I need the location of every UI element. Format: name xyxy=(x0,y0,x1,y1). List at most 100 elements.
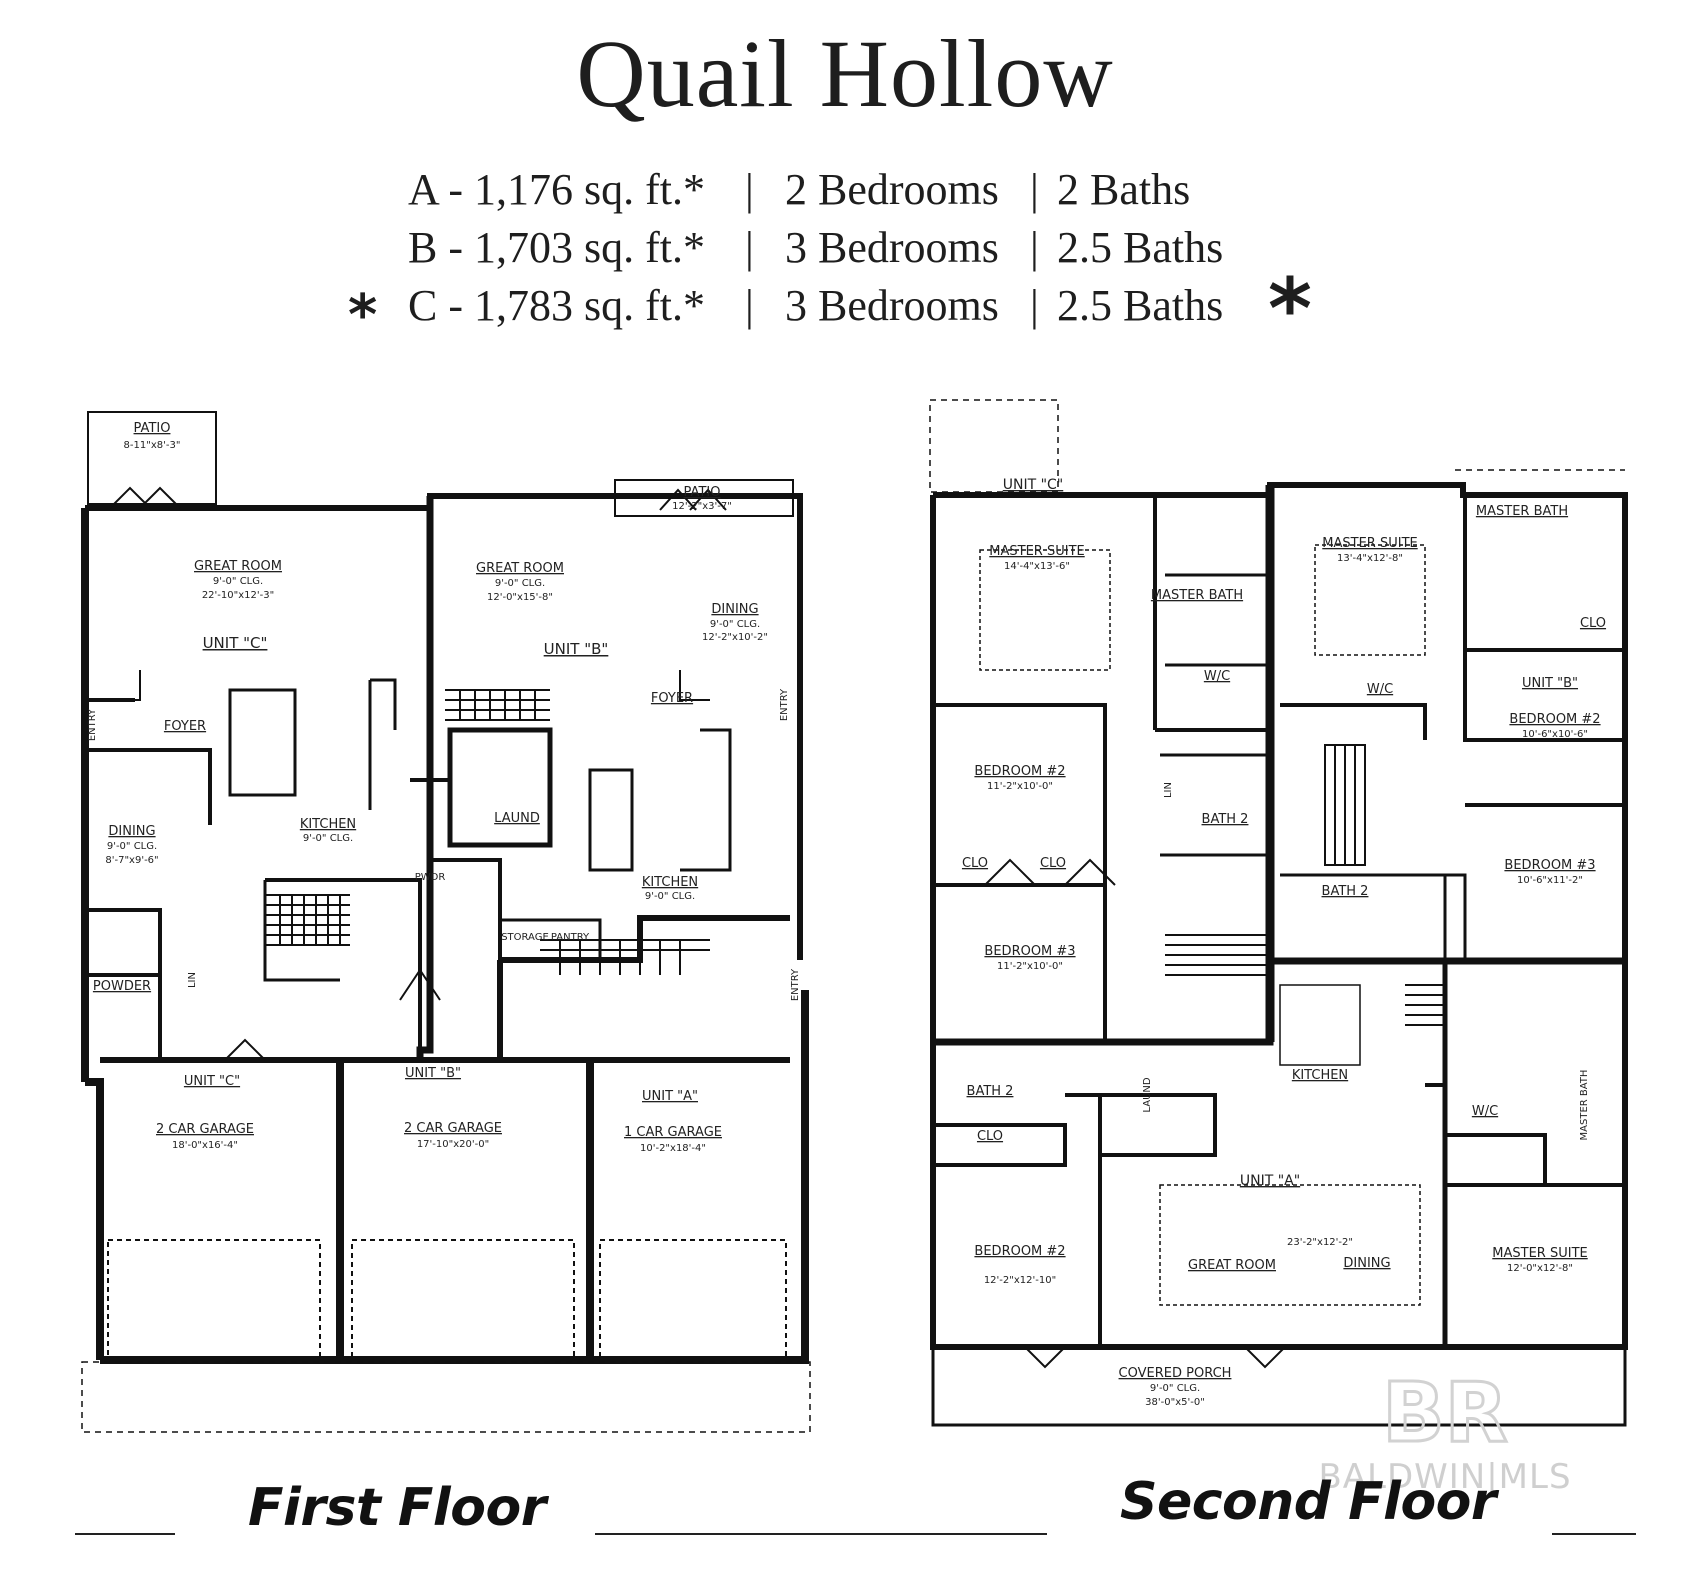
spec-baths: 2 Baths xyxy=(1057,165,1191,214)
room-label: 1 CAR GARAGE xyxy=(624,1125,722,1140)
spec-separator: | xyxy=(1030,165,1039,214)
spec-unit-size: A - 1,176 sq. ft.* xyxy=(408,165,705,214)
room-ceiling: 9'-0" CLG. xyxy=(1150,1383,1200,1394)
unit-label: UNIT "B" xyxy=(405,1066,461,1081)
spec-bedrooms: 2 Bedrooms xyxy=(785,165,999,214)
room-label: LAUND xyxy=(494,811,540,826)
room-label: MASTER SUITE xyxy=(1322,536,1417,551)
room-dimension: 8-11"x8'-3" xyxy=(124,440,181,451)
spec-separator: | xyxy=(745,281,754,330)
room-label: DINING xyxy=(108,824,155,839)
room-dimension: 18'-0"x16'-4" xyxy=(172,1140,238,1151)
room-label: LIN xyxy=(1163,782,1174,798)
room-label: BEDROOM #3 xyxy=(984,944,1075,959)
room-dimension: 12'-0"x15'-8" xyxy=(487,592,553,603)
spec-unit-size: C - 1,783 sq. ft.* xyxy=(408,281,705,330)
room-ceiling: 9'-0" CLG. xyxy=(303,833,353,844)
room-label: LAUND xyxy=(1142,1077,1153,1112)
room-dimension: 12'-0"x12'-8" xyxy=(1507,1263,1573,1274)
room-label: PATIO xyxy=(684,485,721,500)
watermark-text: BALDWIN|MLS xyxy=(1318,1457,1572,1497)
room-label: ENTRY xyxy=(779,688,790,721)
room-label: FOYER xyxy=(164,719,206,734)
room-dimension: 12'-2"x3'-7" xyxy=(672,501,732,512)
spec-baths: 2.5 Baths xyxy=(1057,223,1224,272)
room-label: BATH 2 xyxy=(967,1084,1014,1099)
room-label: CLO xyxy=(1580,616,1606,631)
room-label: DINING xyxy=(711,602,758,617)
room-label: BEDROOM #2 xyxy=(1509,712,1600,727)
first-floor-drawing: PATIO 8-11"x8'-3" PATIO 12'-2"x3'-7" GRE… xyxy=(81,411,811,1433)
second-floor-label: Second Floor xyxy=(1120,1472,1497,1532)
room-label: MASTER SUITE xyxy=(1492,1246,1587,1261)
spec-separator: | xyxy=(745,165,754,214)
spec-bedrooms: 3 Bedrooms xyxy=(785,223,999,272)
first-floor-label: First Floor xyxy=(248,1478,546,1538)
spec-baths: 2.5 Baths xyxy=(1057,281,1224,330)
second-floor-plan: UNIT "C" MASTER SUITE 14'-4"x13'-6" MAST… xyxy=(925,395,1645,1455)
room-label: W/C xyxy=(1204,669,1230,684)
divider-line xyxy=(1552,1533,1636,1535)
room-label: BATH 2 xyxy=(1202,812,1249,827)
room-label: PANTRY xyxy=(551,932,590,943)
room-label: BEDROOM #2 xyxy=(974,764,1065,779)
room-ceiling: 9'-0" CLG. xyxy=(645,891,695,902)
room-label: DINING xyxy=(1343,1256,1390,1271)
unit-label: UNIT "B" xyxy=(544,640,609,658)
room-label: POWDER xyxy=(93,979,151,994)
room-ceiling: 9'-0" CLG. xyxy=(213,576,263,587)
room-dimension: 12'-2"x10'-2" xyxy=(702,632,768,643)
br-logo-icon: BR xyxy=(1381,1365,1510,1463)
room-label: W/C xyxy=(1367,682,1393,697)
unit-label: UNIT "C" xyxy=(1003,477,1064,493)
room-label: MASTER BATH xyxy=(1476,504,1568,519)
room-dimension: 13'-4"x12'-8" xyxy=(1337,553,1403,564)
room-ceiling: 9'-0" CLG. xyxy=(495,578,545,589)
room-dimension: 22'-10"x12'-3" xyxy=(202,590,274,601)
spec-bedrooms: 3 Bedrooms xyxy=(785,281,999,330)
asterisk-icon: * xyxy=(348,283,378,348)
room-label: KITCHEN xyxy=(300,817,356,832)
page-title: Quail Hollow xyxy=(576,20,1114,127)
room-label: MASTER SUITE xyxy=(989,544,1084,559)
room-label: CLO xyxy=(977,1129,1003,1144)
room-dimension: 10'-2"x18'-4" xyxy=(640,1143,706,1154)
room-label: PATIO xyxy=(134,421,171,436)
room-label: STORAGE xyxy=(501,932,549,943)
room-label: FOYER xyxy=(651,691,693,706)
room-label: GREAT ROOM xyxy=(194,559,282,574)
room-label: COVERED PORCH xyxy=(1119,1366,1232,1381)
room-dimension: 14'-4"x13'-6" xyxy=(1004,561,1070,572)
room-dimension: 11'-2"x10'-0" xyxy=(987,781,1053,792)
room-label: GREAT ROOM xyxy=(1188,1258,1276,1273)
divider-line xyxy=(595,1533,1047,1535)
unit-label: UNIT "B" xyxy=(1522,676,1578,691)
room-dimension: 12'-2"x12'-10" xyxy=(984,1275,1056,1286)
room-label: GREAT ROOM xyxy=(476,561,564,576)
room-label: MASTER BATH xyxy=(1579,1070,1590,1141)
room-label: BEDROOM #2 xyxy=(974,1244,1065,1259)
room-label: W/C xyxy=(1472,1104,1498,1119)
room-ceiling: 9'-0" CLG. xyxy=(107,841,157,852)
room-label: ENTRY xyxy=(87,708,98,741)
room-label: BATH 2 xyxy=(1322,884,1369,899)
spec-unit-size: B - 1,703 sq. ft.* xyxy=(408,223,705,272)
room-label: 2 CAR GARAGE xyxy=(404,1121,502,1136)
room-ceiling: 9'-0" CLG. xyxy=(710,619,760,630)
spec-separator: | xyxy=(1030,281,1039,330)
room-label: 2 CAR GARAGE xyxy=(156,1122,254,1137)
unit-label: UNIT "C" xyxy=(184,1074,240,1089)
room-dimension: 11'-2"x10'-0" xyxy=(997,961,1063,972)
first-floor-plan: PATIO 8-11"x8'-3" PATIO 12'-2"x3'-7" GRE… xyxy=(70,400,830,1460)
divider-line xyxy=(75,1533,175,1535)
unit-label: UNIT "C" xyxy=(203,634,268,652)
room-label: BEDROOM #3 xyxy=(1504,858,1595,873)
unit-label: UNIT "A" xyxy=(1240,1173,1300,1189)
room-dimension: 23'-2"x12'-2" xyxy=(1287,1237,1353,1248)
room-dimension: 10'-6"x11'-2" xyxy=(1517,875,1583,886)
unit-label: UNIT "A" xyxy=(642,1089,698,1104)
room-label: CLO xyxy=(1040,856,1066,871)
room-label: KITCHEN xyxy=(642,875,698,890)
room-dimension: 8'-7"x9'-6" xyxy=(105,855,158,866)
room-dimension: 38'-0"x5'-0" xyxy=(1145,1397,1205,1408)
